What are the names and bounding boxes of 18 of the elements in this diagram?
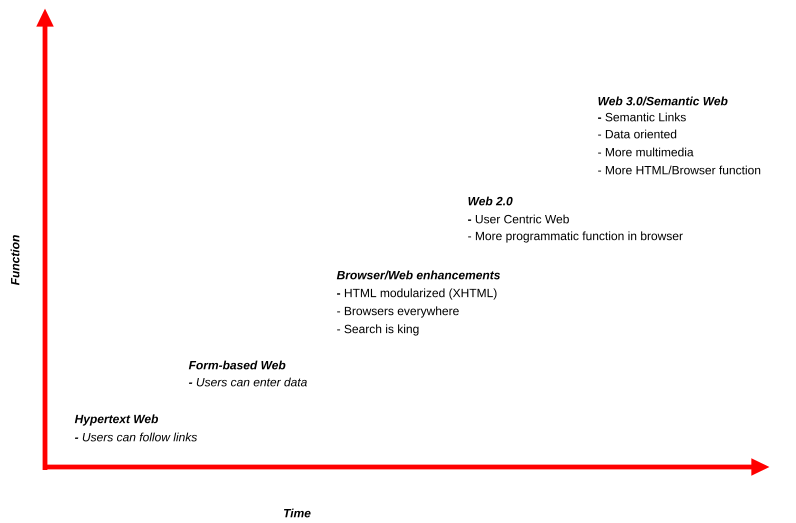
era-heading: Web 2.0 — [468, 196, 513, 206]
feature-item: - Users can follow links — [74, 432, 198, 442]
axis-title: Function — [10, 235, 20, 286]
feature-item: - Search is king — [337, 324, 418, 336]
era-heading: Hypertext Web — [74, 414, 158, 426]
feature-item: - More multimedia — [598, 148, 694, 156]
feature-item: - More programmatic function in browser — [468, 231, 683, 243]
era-heading: Web 3.0/Semantic Web — [598, 96, 728, 106]
feature-item: - Users can enter data — [188, 378, 307, 386]
axis-title: Time — [284, 508, 311, 518]
feature-item: - Semantic Links — [598, 112, 686, 122]
era-heading: Browser/Web enhancements — [336, 270, 500, 280]
feature-item: - HTML modularized (XHTML) — [337, 288, 497, 300]
feature-item: - User Centric Web — [468, 214, 569, 224]
feature-item: - More HTML/Browser function — [598, 166, 760, 174]
era-heading: Form-based Web — [188, 360, 286, 370]
feature-item: - Browsers everywhere — [337, 306, 459, 318]
feature-item: - Data oriented — [598, 130, 676, 138]
